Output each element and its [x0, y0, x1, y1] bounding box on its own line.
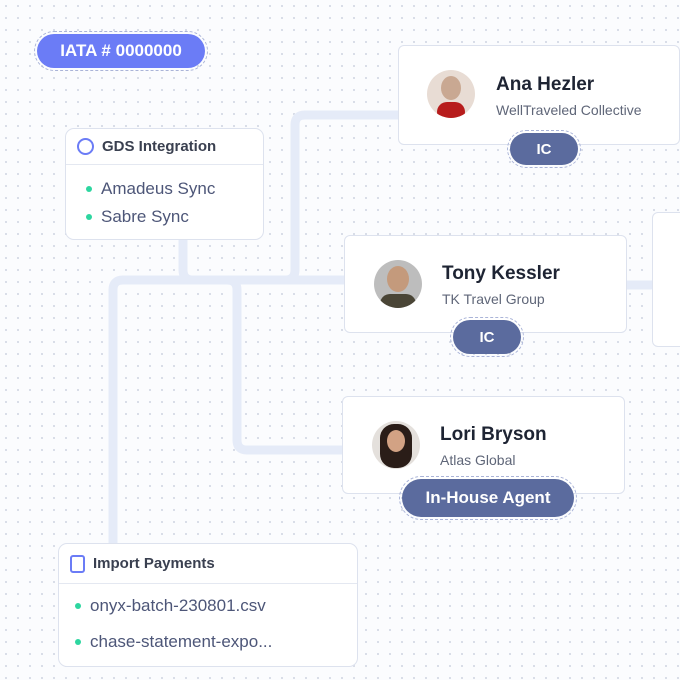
avatar — [372, 421, 420, 469]
file-name: onyx-batch-230801.csv — [90, 596, 266, 615]
status-dot — [75, 639, 81, 645]
gds-integration-box[interactable]: GDS Integration Amadeus Sync Sabre Sync — [65, 128, 264, 240]
globe-icon — [77, 138, 94, 155]
person-card-tony[interactable]: Tony Kessler TK Travel Group — [344, 235, 627, 333]
role-badge[interactable]: IC — [450, 317, 524, 357]
role-badge[interactable]: In-House Agent — [399, 476, 577, 520]
status-dot — [75, 603, 81, 609]
list-item: Amadeus Sync — [66, 175, 263, 203]
offscreen-card — [652, 212, 680, 347]
connector-payments — [108, 275, 350, 550]
person-org: WellTraveled Collective — [496, 102, 642, 118]
person-name: Lori Bryson — [440, 424, 547, 445]
avatar — [374, 260, 422, 308]
list-item[interactable]: chase-statement-expo... — [59, 624, 357, 660]
role-badge[interactable]: IC — [507, 130, 581, 168]
person-name: Tony Kessler — [442, 263, 560, 284]
iata-badge[interactable]: IATA # 0000000 — [34, 31, 208, 71]
person-card-ana[interactable]: Ana Hezler WellTraveled Collective — [398, 45, 680, 145]
connector-lori — [222, 275, 348, 455]
document-add-icon — [70, 554, 85, 573]
status-dot — [86, 186, 92, 192]
status-dot — [86, 214, 92, 220]
item-label: Amadeus Sync — [101, 179, 216, 198]
person-org: TK Travel Group — [442, 291, 545, 307]
list-item: Sabre Sync — [66, 203, 263, 231]
box-title: GDS Integration — [102, 138, 217, 155]
import-payments-box[interactable]: Import Payments onyx-batch-230801.csv ch… — [58, 543, 358, 667]
list-item[interactable]: onyx-batch-230801.csv — [59, 588, 357, 624]
box-title: Import Payments — [93, 555, 215, 572]
person-name: Ana Hezler — [496, 74, 595, 95]
person-org: Atlas Global — [440, 452, 516, 468]
file-name: chase-statement-expo... — [90, 632, 273, 651]
avatar — [427, 70, 475, 118]
item-label: Sabre Sync — [101, 207, 189, 226]
person-card-lori[interactable]: Lori Bryson Atlas Global — [342, 396, 625, 494]
connector-gds-tony — [178, 235, 350, 285]
